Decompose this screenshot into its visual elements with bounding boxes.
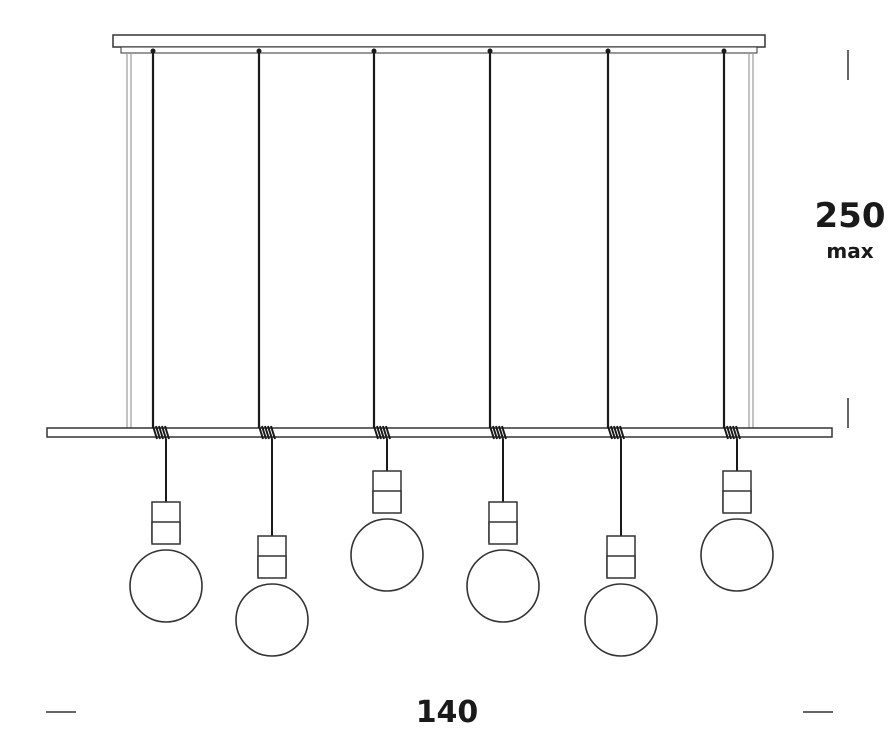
pendant-2 [235, 48, 309, 657]
cable-coil [258, 425, 276, 440]
bulb [129, 549, 203, 623]
cable-anchor [605, 48, 611, 54]
cable-anchor [256, 48, 262, 54]
height-dimension-unit: max [826, 239, 873, 263]
bulb [350, 518, 424, 592]
cable-coil [607, 425, 625, 440]
height-dimension-value: 250 [815, 196, 886, 236]
cable-anchor [150, 48, 156, 54]
pendant-6 [700, 48, 774, 592]
bulb [700, 518, 774, 592]
pendant-3 [350, 48, 424, 592]
pendant-4 [466, 48, 540, 623]
horizontal-bar [46, 427, 833, 438]
cable-anchor [487, 48, 493, 54]
cable-coil [152, 425, 170, 440]
cable-coil [373, 425, 391, 440]
cable-coil [489, 425, 507, 440]
pendant-1 [129, 48, 203, 623]
cable-coil [723, 425, 741, 440]
cable-anchor [721, 48, 727, 54]
width-dimension-value: 140 [416, 695, 479, 730]
cable-anchor [371, 48, 377, 54]
ceiling-canopy [112, 34, 766, 54]
support-rods [126, 53, 754, 428]
bulb [235, 583, 309, 657]
pendant-group [129, 48, 774, 657]
pendant-5 [584, 48, 658, 657]
bulb [584, 583, 658, 657]
bulb [466, 549, 540, 623]
